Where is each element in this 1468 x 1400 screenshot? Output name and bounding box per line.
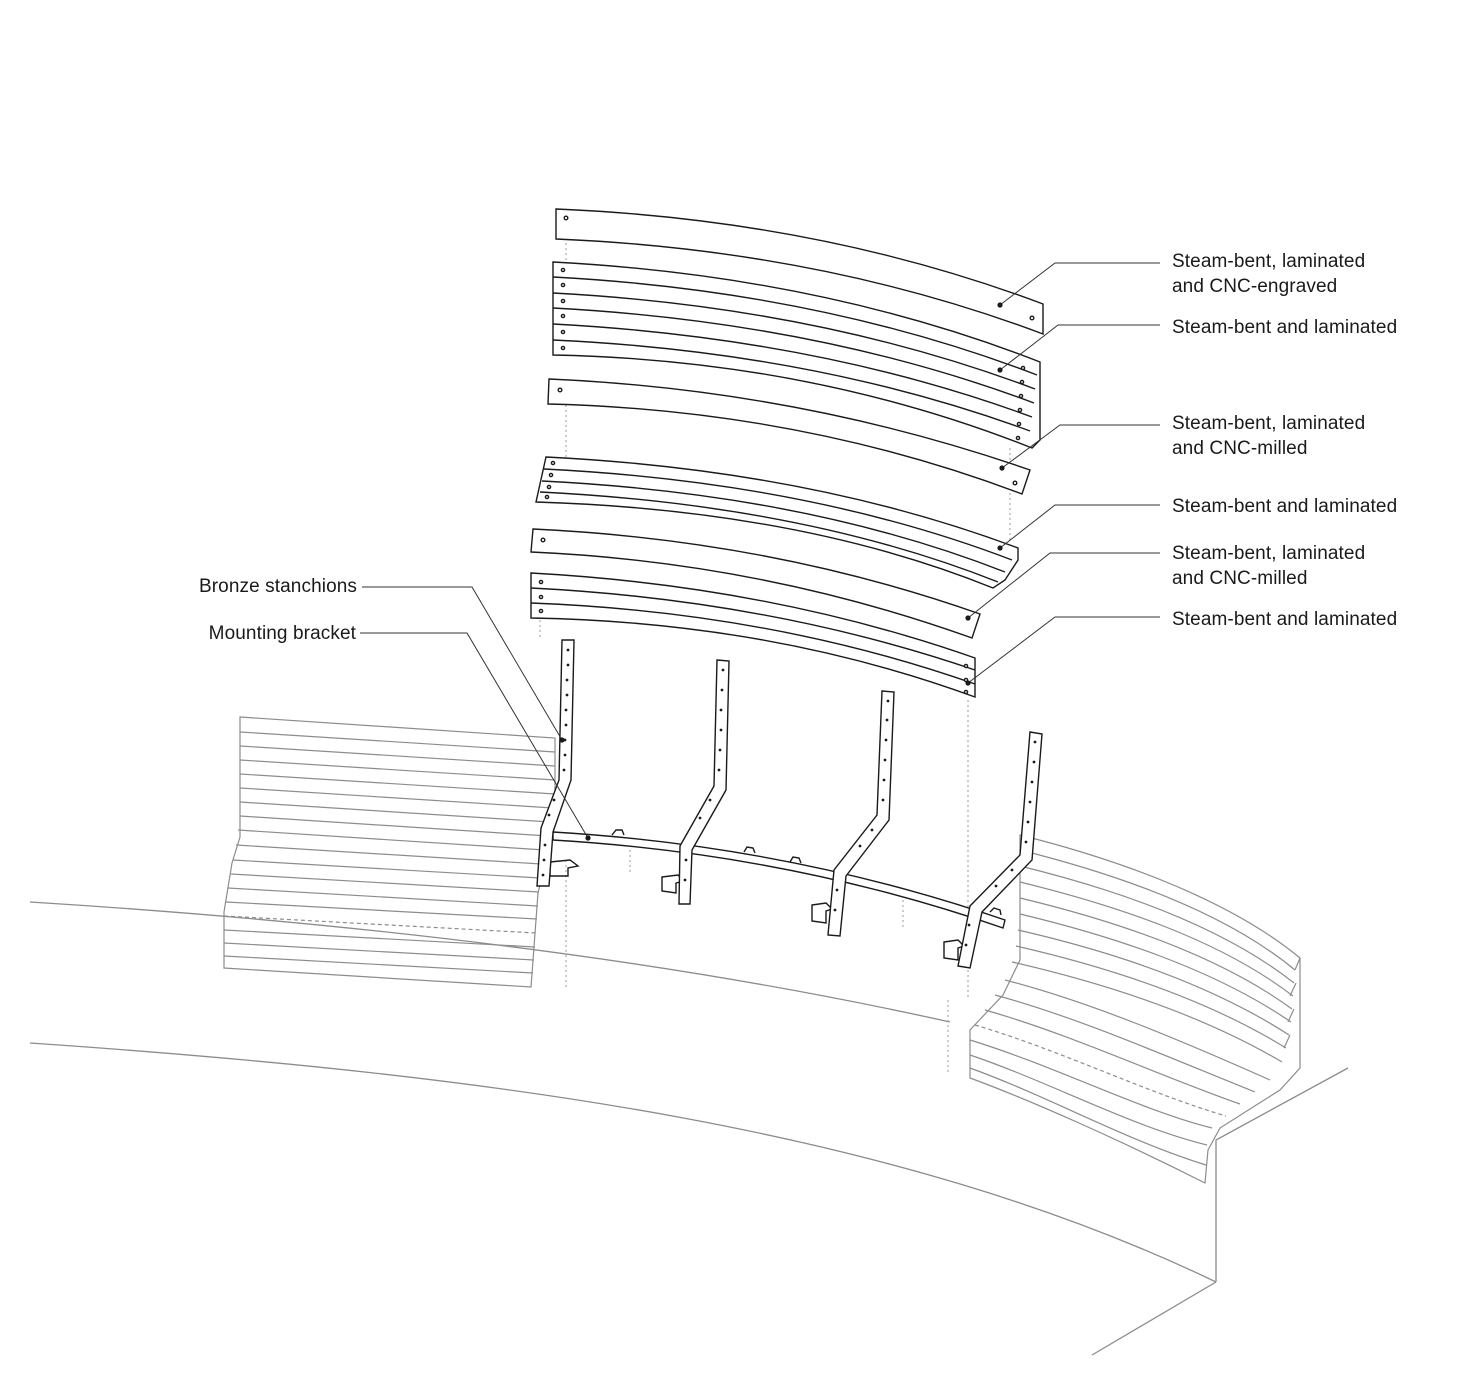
slat-5-milled	[530, 528, 981, 639]
callout-label-stanchions: Bronze stanchions	[150, 574, 357, 599]
bracket-tabs	[611, 829, 1002, 916]
callout-label-bracket: Mounting bracket	[150, 621, 356, 646]
callout-slat-5-line-1: Steam-bent, laminated	[1172, 543, 1366, 564]
slat-group-6	[530, 572, 976, 699]
leader-slat-3	[1001, 424, 1160, 469]
bracket-rail	[552, 831, 1006, 929]
right-bench-context	[969, 834, 1301, 1184]
callout-slat-2-line-1: Steam-bent and laminated	[1172, 317, 1398, 338]
leader-stanchions	[362, 586, 563, 741]
leader-slat-6	[967, 616, 1160, 684]
bracket-clip-4	[943, 939, 966, 961]
left-bench-context	[223, 716, 556, 988]
callout-label-slat-5: Steam-bent, laminated and CNC-milled	[1172, 541, 1365, 591]
callout-label-slat-6: Steam-bent and laminated	[1172, 607, 1397, 632]
stanchion-4	[957, 731, 1043, 969]
plinth-edge-bottom	[1091, 1281, 1217, 1356]
callout-label-slat-2: Steam-bent and laminated	[1172, 315, 1397, 340]
callout-label-slat-4: Steam-bent and laminated	[1172, 494, 1397, 519]
stanchion-1	[536, 639, 575, 887]
callout-label-slat-1: Steam-bent, laminated and CNC-engraved	[1172, 249, 1365, 299]
stanchion-2	[678, 659, 730, 905]
callout-stanchions-text: Bronze stanchions	[198, 576, 357, 597]
leader-bracket	[360, 632, 589, 839]
leader-slat-4	[999, 504, 1160, 549]
callout-bracket-text: Mounting bracket	[208, 623, 356, 644]
leader-slat-5	[967, 552, 1160, 619]
leader-slat-1	[999, 262, 1160, 306]
callout-slat-1-line-2: and CNC-engraved	[1172, 276, 1338, 297]
callout-slat-5-line-2: and CNC-milled	[1172, 568, 1308, 589]
backrest-slats	[530, 208, 1044, 699]
ground-edge-lower	[29, 1042, 1217, 1283]
bracket-clip-1	[549, 859, 580, 877]
right-bench-outline	[969, 834, 1301, 1184]
leader-lines	[360, 262, 1160, 839]
bracket-clip-3	[811, 902, 834, 924]
bracket-clip-2	[661, 874, 686, 894]
slat-group-2	[552, 261, 1041, 449]
right-bench-back-slats	[1011, 849, 1296, 1063]
mounting-bracket	[549, 829, 1006, 961]
callout-slat-1-line-1: Steam-bent, laminated	[1172, 251, 1366, 272]
callout-slat-3-line-2: and CNC-milled	[1172, 438, 1308, 459]
stanchion-3	[827, 690, 895, 937]
leader-slat-2	[999, 324, 1160, 371]
ground-edge-upper	[29, 901, 951, 1023]
callout-slat-3-line-1: Steam-bent, laminated	[1172, 413, 1366, 434]
slat-3-milled	[547, 378, 1031, 495]
callout-slat-6-line-1: Steam-bent and laminated	[1172, 609, 1398, 630]
plinth-edge-right	[1215, 1067, 1349, 1282]
slat-1-engraved	[555, 208, 1044, 336]
bronze-stanchions	[536, 639, 1043, 969]
slat-group-4	[535, 456, 1019, 589]
left-bench-seat-slats	[223, 887, 539, 974]
right-bench-back-end-grain	[1283, 957, 1301, 1049]
ground-context	[29, 901, 1349, 1356]
right-bench-seat-slats	[969, 979, 1271, 1166]
callout-label-slat-3: Steam-bent, laminated and CNC-milled	[1172, 411, 1365, 461]
left-bench-back-slats	[230, 731, 556, 893]
callout-slat-4-line-1: Steam-bent and laminated	[1172, 496, 1398, 517]
leader-dots	[559, 302, 1005, 841]
